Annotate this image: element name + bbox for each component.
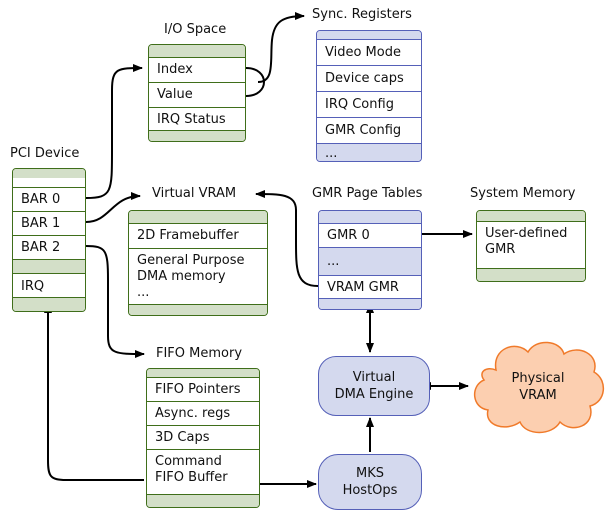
box-footer-band bbox=[147, 494, 259, 507]
box-header-band bbox=[317, 31, 421, 40]
vvram-row-framebuffer: 2D Framebuffer bbox=[129, 223, 267, 248]
dma-line1: Virtual bbox=[352, 370, 396, 385]
pci-row-bar0: BAR 0 bbox=[13, 187, 85, 211]
vram-gmr-label: VRAM GMR bbox=[327, 279, 399, 295]
pci-spacer bbox=[13, 259, 85, 273]
gmr-row-vram: VRAM GMR bbox=[319, 275, 421, 299]
fifo-memory-title: FIFO Memory bbox=[156, 346, 243, 361]
box-header-band bbox=[477, 211, 585, 221]
sync-registers-box: Video Mode Device caps IRQ Config GMR Co… bbox=[316, 30, 422, 162]
framebuffer-label: 2D Framebuffer bbox=[137, 228, 239, 243]
box-footer-band bbox=[477, 268, 585, 281]
io-row-irq-status: IRQ Status bbox=[149, 107, 245, 132]
gmr-to-vvram-connector bbox=[255, 190, 319, 287]
io-to-sync-connector bbox=[245, 67, 265, 97]
fifo-row-pointers: FIFO Pointers bbox=[147, 377, 259, 401]
virtual-dma-engine: Virtual DMA Engine bbox=[318, 356, 430, 416]
irq-status-label: IRQ Status bbox=[157, 112, 226, 127]
index-label: Index bbox=[157, 62, 193, 77]
value-label: Value bbox=[157, 87, 193, 102]
device-caps-label: Device caps bbox=[325, 70, 404, 86]
io-row-value: Value bbox=[149, 82, 245, 107]
dma-line2: DMA Engine bbox=[334, 387, 414, 402]
sync-row-irq-config: IRQ Config bbox=[317, 91, 421, 117]
pci-row-bar2: BAR 2 bbox=[13, 235, 85, 259]
general-purpose-label: General Purpose bbox=[137, 253, 245, 268]
io-sync-trunk bbox=[257, 12, 305, 83]
vram-label: VRAM bbox=[519, 388, 557, 403]
virtual-vram-box: 2D Framebuffer General Purpose DMA memor… bbox=[128, 210, 268, 316]
box-footer-band bbox=[319, 298, 421, 309]
gmr0-label: GMR 0 bbox=[327, 227, 370, 243]
fifo-row-3d-caps: 3D Caps bbox=[147, 425, 259, 449]
box-header-band bbox=[319, 211, 421, 223]
command-label: Command bbox=[155, 454, 222, 469]
box-header-band bbox=[147, 369, 259, 378]
irq-label: IRQ bbox=[21, 278, 45, 294]
gmr-page-tables-box: GMR 0 ... VRAM GMR bbox=[318, 210, 422, 310]
sync-row-device-caps: Device caps bbox=[317, 65, 421, 91]
box-footer-band bbox=[13, 297, 85, 311]
system-memory-box: User-defined GMR bbox=[476, 210, 586, 282]
physical-label: Physical bbox=[511, 371, 565, 386]
io-space-title: I/O Space bbox=[164, 22, 227, 37]
gmr-row-more: ... bbox=[319, 247, 421, 275]
pci-row-bar1: BAR 1 bbox=[13, 211, 85, 235]
video-mode-label: Video Mode bbox=[325, 44, 401, 60]
sync-row-gmr-config: GMR Config bbox=[317, 117, 421, 143]
bar1-to-vvram-connector bbox=[85, 192, 141, 223]
sync-registers-title: Sync. Registers bbox=[312, 7, 412, 22]
mks-hostops: MKS HostOps bbox=[318, 454, 422, 510]
sync-row-video-mode: Video Mode bbox=[317, 39, 421, 65]
pci-device-title: PCI Device bbox=[10, 146, 80, 161]
box-header-band bbox=[149, 45, 245, 57]
box-footer-band bbox=[149, 130, 245, 141]
dma-memory-label: DMA memory bbox=[137, 269, 226, 284]
fifo-pointers-label: FIFO Pointers bbox=[155, 381, 241, 397]
system-memory-title: System Memory bbox=[470, 186, 576, 201]
bar2-label: BAR 2 bbox=[21, 239, 61, 255]
physical-vram-label: Physical VRAM bbox=[508, 370, 568, 404]
pci-row-irq: IRQ bbox=[13, 273, 85, 299]
irq-config-label: IRQ Config bbox=[325, 96, 394, 112]
box-footer-band bbox=[129, 304, 267, 315]
3d-caps-label: 3D Caps bbox=[155, 429, 210, 445]
async-regs-label: Async. regs bbox=[155, 405, 231, 421]
more-label: ... bbox=[327, 253, 340, 269]
mks-line1: MKS bbox=[356, 466, 384, 481]
more-label: ... bbox=[325, 145, 338, 161]
sysmem-row-user-gmr: User-defined GMR bbox=[477, 221, 585, 271]
fifo-row-async-regs: Async. regs bbox=[147, 401, 259, 425]
user-defined-label: User-defined bbox=[485, 226, 568, 241]
bar0-label: BAR 0 bbox=[21, 191, 61, 207]
box-header-band bbox=[13, 169, 85, 178]
gmr-page-tables-title: GMR Page Tables bbox=[312, 186, 423, 201]
bar1-label: BAR 1 bbox=[21, 215, 61, 231]
io-row-index: Index bbox=[149, 57, 245, 82]
physical-vram-cloud bbox=[474, 341, 604, 434]
io-space-box: Index Value IRQ Status bbox=[148, 44, 246, 142]
bar2-to-fifo-connector bbox=[85, 245, 145, 358]
fifo-buffer-label: FIFO Buffer bbox=[155, 470, 228, 485]
vvram-row-dma-memory: General Purpose DMA memory ... bbox=[129, 248, 267, 306]
fifo-memory-box: FIFO Pointers Async. regs 3D Caps Comman… bbox=[146, 368, 260, 508]
fifo-to-irq-connector bbox=[44, 303, 144, 481]
gmr-label: GMR bbox=[485, 242, 516, 257]
box-header-band bbox=[129, 211, 267, 223]
bar0-to-io-connector bbox=[85, 64, 143, 199]
fifo-row-command-buffer: Command FIFO Buffer bbox=[147, 449, 259, 497]
gmr-row-0: GMR 0 bbox=[319, 223, 421, 247]
gmr-config-label: GMR Config bbox=[325, 122, 402, 138]
mks-line2: HostOps bbox=[342, 483, 398, 498]
virtual-vram-title: Virtual VRAM bbox=[152, 186, 237, 201]
more-label: ... bbox=[137, 285, 150, 300]
pci-device-box: BAR 0 BAR 1 BAR 2 IRQ bbox=[12, 168, 86, 312]
sync-row-more: ... bbox=[317, 143, 421, 161]
